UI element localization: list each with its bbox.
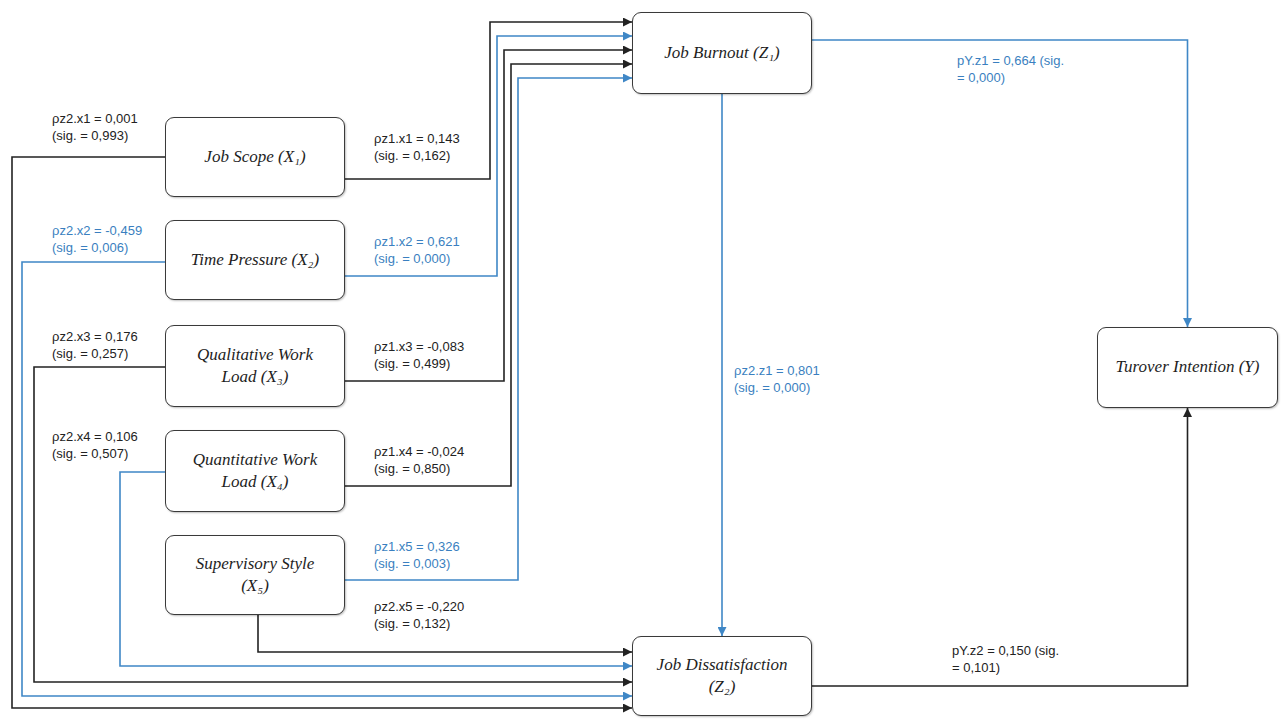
variable-box: Job Scope (X₁) xyxy=(165,117,345,197)
path-arrow xyxy=(345,50,632,381)
variable-box: Time Pressure (X₂) xyxy=(165,220,345,300)
variable-name: Quantitative Work Load (X₄) xyxy=(180,449,330,493)
variable-box: Turover Intention (Y) xyxy=(1097,327,1278,408)
path-coefficient: ρz1.x2 = 0,621 (sig. = 0,000) xyxy=(372,233,484,267)
variable-name: Job Burnout (Z₁) xyxy=(664,42,779,64)
path-arrow xyxy=(345,36,632,276)
path-coefficient: ρz1.x1 = 0,143 (sig. = 0,162) xyxy=(372,130,484,164)
path-arrow xyxy=(345,78,632,580)
path-coefficient: pY.z1 = 0,664 (sig. = 0,000) xyxy=(955,52,1067,86)
variable-box: Qualitative Work Load (X₃) xyxy=(165,325,345,407)
variable-box: Supervisory Style (X₅) xyxy=(165,535,345,615)
path-coefficient: ρz1.x4 = -0,024 (sig. = 0,850) xyxy=(372,443,484,477)
path-coefficient: ρz2.x5 = -0,220 (sig. = 0,132) xyxy=(372,598,484,632)
path-arrow xyxy=(345,64,632,486)
path-coefficient: ρz2.x2 = -0,459 (sig. = 0,006) xyxy=(50,222,162,256)
path-arrow xyxy=(721,94,723,636)
path-coefficient: ρz2.x1 = 0,001 (sig. = 0,993) xyxy=(50,110,162,144)
path-arrow xyxy=(345,22,632,179)
path-coefficient: ρz1.x5 = 0,326 (sig. = 0,003) xyxy=(372,538,484,572)
path-arrow xyxy=(12,157,632,708)
path-arrow xyxy=(812,40,1188,327)
variable-name: Job Scope (X₁) xyxy=(204,146,305,168)
path-arrow xyxy=(812,408,1188,686)
path-coefficient: ρz2.x4 = 0,106 (sig. = 0,507) xyxy=(50,428,162,462)
variable-name: Time Pressure (X₂) xyxy=(191,249,319,271)
variable-name: Turover Intention (Y) xyxy=(1116,356,1260,378)
path-coefficient: ρz2.z1 = 0,801 (sig. = 0,000) xyxy=(732,362,844,396)
path-arrow xyxy=(22,262,632,696)
path-coefficient: ρz2.x3 = 0,176 (sig. = 0,257) xyxy=(50,328,162,362)
path-coefficient: ρz1.x3 = -0,083 (sig. = 0,499) xyxy=(372,338,484,372)
variable-box: Job Dissatisfaction (Z₂) xyxy=(632,636,812,716)
variable-name: Supervisory Style (X₅) xyxy=(180,553,330,597)
variable-box: Job Burnout (Z₁) xyxy=(632,12,812,94)
path-arrow xyxy=(34,367,632,682)
variable-name: Job Dissatisfaction (Z₂) xyxy=(647,654,797,698)
path-coefficient: pY.z2 = 0,150 (sig. = 0,101) xyxy=(950,642,1062,676)
variable-box: Quantitative Work Load (X₄) xyxy=(165,430,345,512)
variable-name: Qualitative Work Load (X₃) xyxy=(180,344,330,388)
